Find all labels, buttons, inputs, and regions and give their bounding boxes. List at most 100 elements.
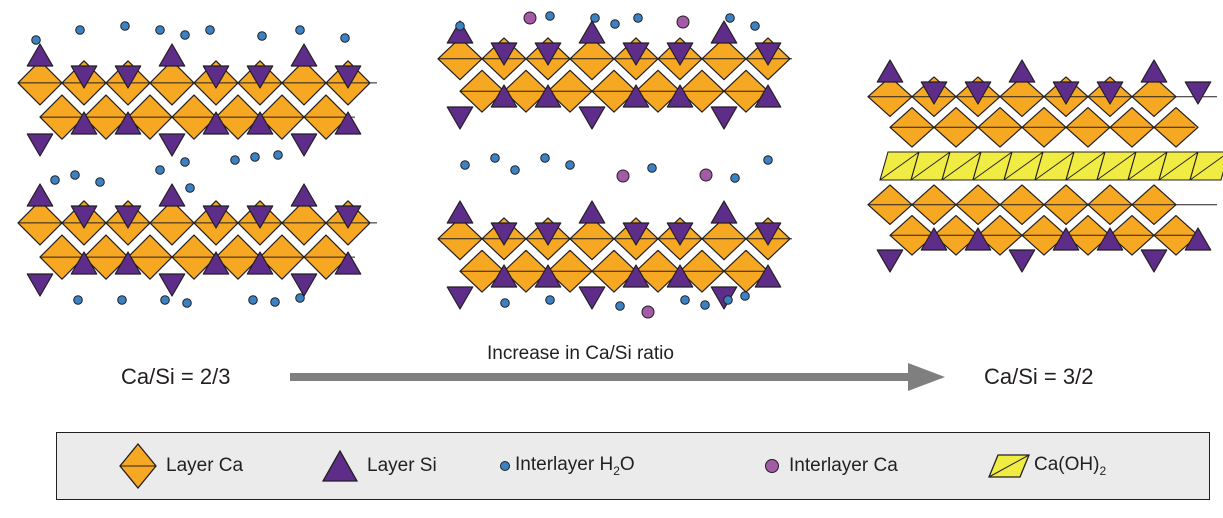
interlayer-water (750, 21, 760, 31)
interlayer-water (160, 295, 170, 305)
layer-si-tetrahedron (490, 42, 518, 66)
calcium-hydroxide-edge (879, 151, 920, 181)
layer-si-tetrahedron (490, 222, 518, 246)
layer-si-tetrahedron (290, 43, 318, 67)
interlayer-water (725, 13, 735, 23)
layer-si-tetrahedron (158, 133, 186, 157)
layer-si-tetrahedron (964, 81, 992, 105)
interlayer-water (117, 295, 127, 305)
layer-si-tetrahedron (534, 84, 562, 108)
layer-si-tetrahedron (334, 65, 362, 89)
layer-si-tetrahedron (622, 264, 650, 288)
layer-si-tetrahedron (158, 183, 186, 207)
interlayer-water (540, 153, 550, 163)
layer-si-tetrahedron (578, 106, 606, 130)
legend-label-layer-si: Layer Si (367, 455, 437, 476)
layer-si-tetrahedron (290, 273, 318, 297)
layer-si-tetrahedron (876, 249, 904, 273)
layer-si-tetrahedron (290, 133, 318, 157)
layer-si-tetrahedron (666, 264, 694, 288)
layer-si-tetrahedron (920, 81, 948, 105)
layer-si-tetrahedron (1008, 59, 1036, 83)
layer-si-tetrahedron (876, 59, 904, 83)
calcium-hydroxide-edge (941, 151, 982, 181)
layer-si-tetrahedron (114, 111, 142, 135)
interlayer-water (50, 175, 60, 185)
legend-item-layer-ca: Layer Ca (119, 433, 243, 499)
layer-si-tetrahedron (70, 205, 98, 229)
interlayer-water (295, 25, 305, 35)
interlayer-water (615, 301, 625, 311)
layer-si-tetrahedron (710, 20, 738, 44)
layer-si-tetrahedron (202, 111, 230, 135)
interlayer-water (500, 298, 510, 308)
calcium-hydroxide-layer (1189, 151, 1223, 181)
layer-si-tetrahedron (290, 183, 318, 207)
legend-label-interlayer-h2o: Interlayer H2O (515, 454, 635, 478)
layer-si-tetrahedron (446, 200, 474, 224)
interlayer-water (455, 21, 465, 31)
legend-item-interlayer-h2o: Interlayer H2O (499, 433, 635, 499)
low-ratio-structure (17, 21, 377, 308)
low-ca-si-ratio-label: Ca/Si = 2/3 (121, 364, 231, 389)
layer-si-tetrahedron (26, 273, 54, 297)
layer-si-tetrahedron (70, 65, 98, 89)
layer-si-tetrahedron (334, 111, 362, 135)
layer-si-tetrahedron (446, 106, 474, 130)
interlayer-ca-icon (765, 459, 779, 473)
interlayer-water (763, 155, 773, 165)
layer-si-tetrahedron (666, 42, 694, 66)
calcium-hydroxide-edge (1158, 151, 1199, 181)
interlayer-water (700, 300, 710, 310)
interlayer-water (565, 160, 575, 170)
layer-si-tetrahedron (446, 20, 474, 44)
interlayer-water (730, 173, 740, 183)
interlayer-water (95, 177, 105, 187)
interlayer-water (610, 19, 620, 29)
layer-si-tetrahedron (1184, 81, 1212, 105)
layer-si-tetrahedron (754, 84, 782, 108)
interlayer-water (73, 295, 83, 305)
interlayer-water (680, 295, 690, 305)
layer-si-tetrahedron (666, 222, 694, 246)
calcium-hydroxide-edge (1034, 151, 1075, 181)
layer-si-tetrahedron (534, 42, 562, 66)
calcium-hydroxide-edge (1003, 151, 1044, 181)
legend-item-caoh2: Ca(OH)2 (988, 433, 1106, 499)
interlayer-water (185, 183, 195, 193)
interlayer-water (723, 295, 733, 305)
legend-label-layer-ca: Layer Ca (166, 455, 244, 476)
layer-si-tetrahedron (578, 20, 606, 44)
legend-item-layer-si: Layer Si (322, 433, 437, 499)
calcium-hydroxide-edge (972, 151, 1013, 181)
layer-si-tetrahedron (490, 264, 518, 288)
layer-si-tetrahedron (490, 84, 518, 108)
interlayer-water (490, 153, 500, 163)
layer-si-tetrahedron (710, 106, 738, 130)
interlayer-water (545, 11, 555, 21)
layer-si-tetrahedron (202, 65, 230, 89)
layer-si-tetrahedron (622, 42, 650, 66)
calcium-hydroxide-edge (910, 151, 951, 181)
interlayer-water (460, 160, 470, 170)
calcium-hydroxide-icon (988, 454, 1030, 478)
calcium-hydroxide-edge (1065, 151, 1106, 181)
layer-si-tetrahedron (710, 200, 738, 224)
layer-si-tetrahedron (1184, 227, 1212, 251)
high-ca-si-ratio-label: Ca/Si = 3/2 (984, 364, 1094, 389)
layer-si-tetrahedron (754, 42, 782, 66)
interlayer-water (633, 13, 643, 23)
legend-label-interlayer-ca: Interlayer Ca (789, 455, 898, 476)
layer-si-tetrahedron (70, 251, 98, 275)
layer-si-tetrahedron (1008, 249, 1036, 273)
interlayer-water (740, 291, 750, 301)
layer-si-tetrahedron (578, 286, 606, 310)
layer-si-tetrahedron (754, 222, 782, 246)
layer-si-tetrahedron (334, 205, 362, 229)
calcium-hydroxide-edge (1127, 151, 1168, 181)
layer-si-tetrahedron (1096, 227, 1124, 251)
interlayer-water (155, 165, 165, 175)
layer-si-tetrahedron (1140, 249, 1168, 273)
interlayer-water (257, 31, 267, 41)
layer-ca-icon (119, 443, 157, 489)
